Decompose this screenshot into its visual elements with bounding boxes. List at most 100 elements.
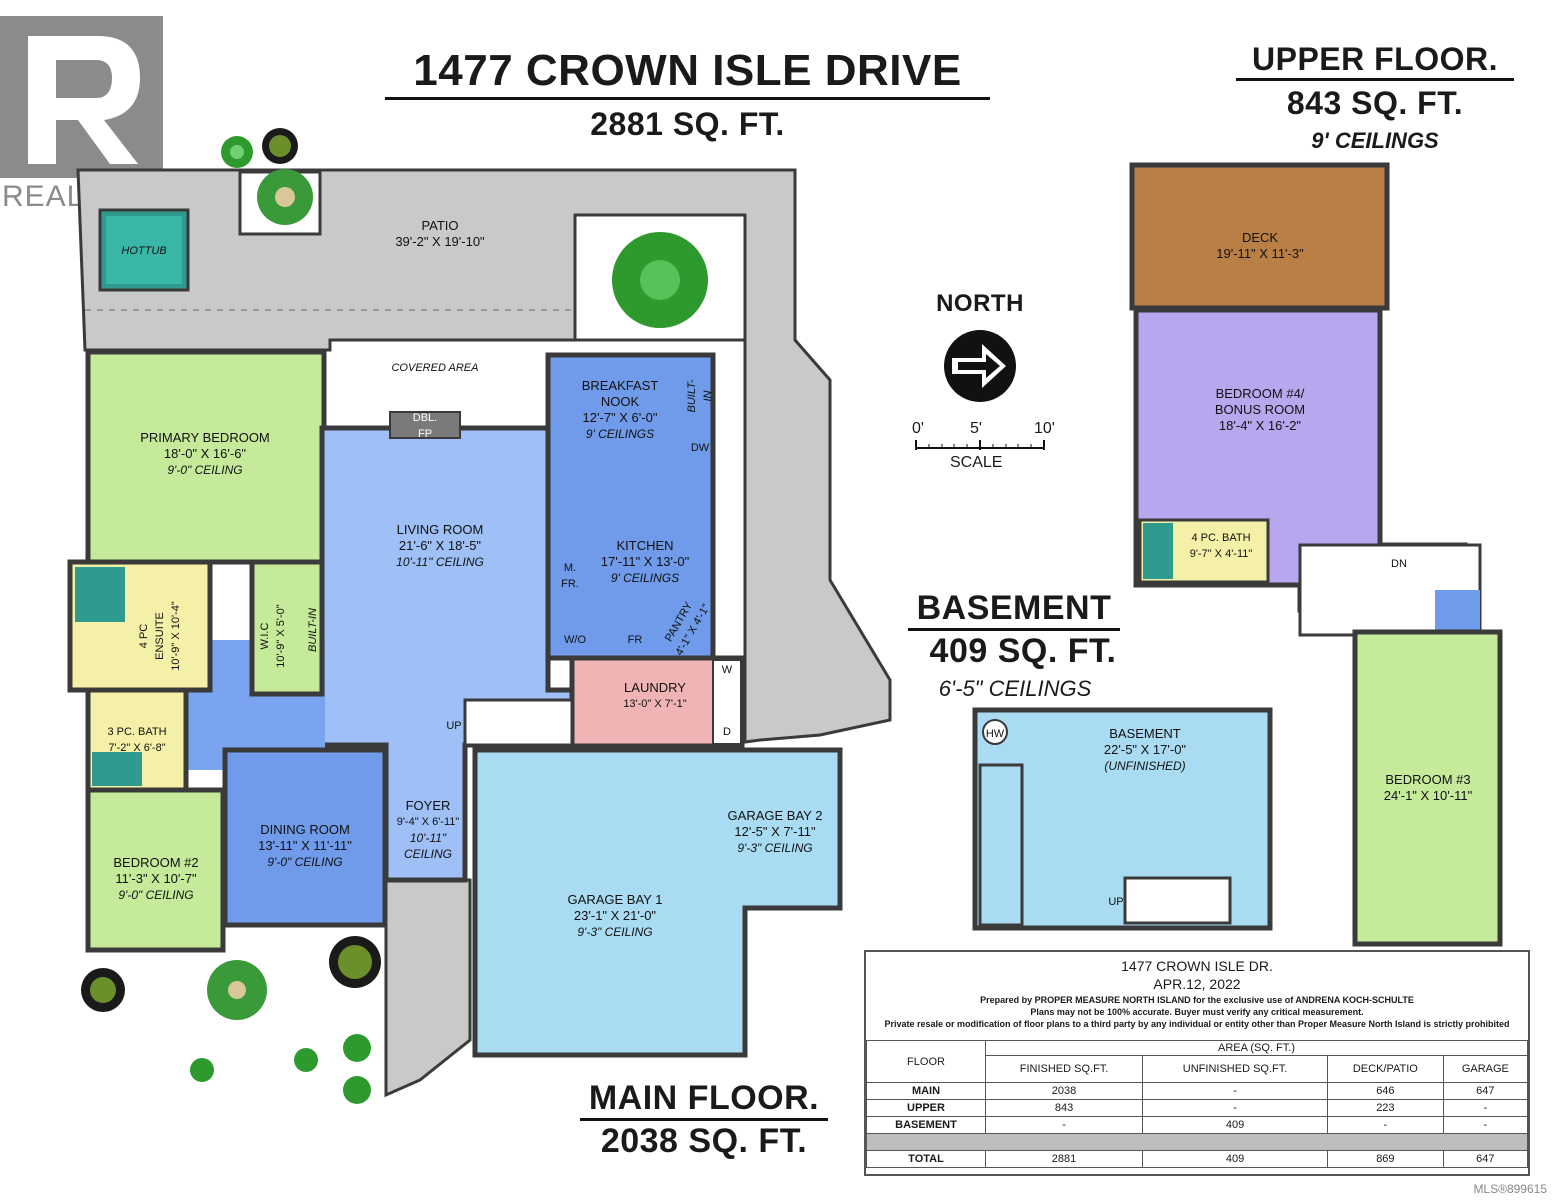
basement-room-name: BASEMENT bbox=[1109, 726, 1181, 741]
breakfast-nook-ceiling: 9' CEILINGS bbox=[585, 427, 655, 441]
table-row: UPPER 843 - 223 - bbox=[866, 1099, 1529, 1117]
foyer-label: FOYER 9'-4" X 6'-11" 10'-11" CEILING bbox=[386, 798, 470, 862]
bedroom3-shape bbox=[1352, 629, 1503, 947]
walkout-label: W/O bbox=[564, 634, 586, 646]
garage-bay1-label: GARAGE BAY 1 23'-1" X 21'-0" 9'-3" CEILI… bbox=[540, 892, 690, 940]
laundry-name: LAUNDRY bbox=[624, 680, 686, 695]
foyer-ceiling: 10'-11" CEILING bbox=[403, 831, 452, 861]
garage-bay1-ceiling: 9'-3" CEILING bbox=[577, 925, 653, 939]
kitchen-ceiling: 9' CEILINGS bbox=[610, 571, 680, 585]
wic-name: W.I.C bbox=[259, 622, 271, 650]
dryer-label: D bbox=[723, 726, 731, 738]
deck-name: DECK bbox=[1241, 230, 1279, 245]
upper-stairs-dn-label: DN bbox=[1391, 558, 1407, 570]
info-address: 1477 CROWN ISLE DR. bbox=[1121, 958, 1273, 974]
garage-bay2-ceiling: 9'-3" CEILING bbox=[737, 841, 813, 855]
breakfast-nook-dims: 12'-7" X 6'-0" bbox=[582, 410, 658, 425]
primary-bedroom-label: PRIMARY BEDROOM 18'-0" X 16'-6" 9'-0" CE… bbox=[100, 430, 310, 478]
area-table-col-deck: DECK/PATIO bbox=[1327, 1055, 1444, 1083]
tree-icon-7 bbox=[329, 936, 381, 988]
washer-label: W bbox=[721, 664, 733, 676]
primary-bedroom-dims: 18'-0" X 16'-6" bbox=[163, 446, 247, 461]
row-upper-finished: 843 bbox=[984, 1099, 1144, 1117]
area-table-floor-header: FLOOR bbox=[866, 1040, 986, 1083]
patio-shape bbox=[76, 168, 892, 744]
dining-room-dims: 13'-11" X 11'-11" bbox=[258, 838, 352, 853]
basement-room-note: (UNFINISHED) bbox=[1104, 759, 1186, 773]
row-main-unfinished: - bbox=[1142, 1082, 1329, 1100]
patio-name: PATIO bbox=[421, 218, 459, 233]
bedroom2-ceiling: 9'-0" CEILING bbox=[118, 888, 194, 902]
area-table-col-unfinished: UNFINISHED SQ.FT. bbox=[1142, 1055, 1329, 1083]
north-arrow-icon bbox=[942, 328, 1018, 404]
patio-label: PATIO 39'-2" X 19'-10" bbox=[380, 218, 500, 250]
tree-icon-6 bbox=[207, 960, 267, 1020]
patio-dims: 39'-2" X 19'-10" bbox=[395, 234, 485, 249]
property-address-title: 1477 CROWN ISLE DRIVE bbox=[385, 45, 990, 100]
scale-tick-5: 5' bbox=[970, 420, 982, 437]
dining-room-shape bbox=[222, 747, 388, 928]
row-total-floor: TOTAL bbox=[866, 1150, 986, 1168]
info-box: 1477 CROWN ISLE DR. APR.12, 2022 Prepare… bbox=[864, 950, 1530, 1176]
basement-title: BASEMENT bbox=[908, 588, 1120, 631]
table-total-row: TOTAL 2881 409 869 647 bbox=[866, 1150, 1529, 1168]
primary-bedroom-ceiling: 9'-0" CEILING bbox=[167, 463, 243, 477]
laundry-label: LAUNDRY 13'-0" X 7'-1" bbox=[600, 680, 710, 712]
bedroom3-name: BEDROOM #3 bbox=[1385, 772, 1471, 787]
tree-icon-9 bbox=[294, 1048, 318, 1072]
bath4-name: 4 PC. BATH bbox=[1191, 532, 1251, 544]
bedroom3-label: BEDROOM #3 24'-1" X 10'-11" bbox=[1360, 772, 1496, 804]
area-table-area-header: AREA (SQ. FT.) bbox=[985, 1040, 1528, 1056]
deck-shape bbox=[1129, 162, 1390, 311]
row-total-finished: 2881 bbox=[984, 1150, 1144, 1168]
realtor-r-mark bbox=[0, 16, 163, 178]
tree-icon-2 bbox=[262, 128, 298, 164]
garage-bay2-dims: 12'-5" X 7'-11" bbox=[734, 824, 816, 839]
living-room-ceiling: 10'-11" CEILING bbox=[396, 555, 484, 569]
dining-room-name: DINING ROOM bbox=[260, 822, 350, 837]
table-spacer bbox=[866, 1133, 1528, 1151]
bedroom4-label: BEDROOM #4/ BONUS ROOM 18'-4" X 16'-2" bbox=[1190, 386, 1330, 434]
info-date: APR.12, 2022 bbox=[1153, 976, 1241, 992]
deck-label: DECK 19'-11" X 11'-3" bbox=[1190, 230, 1330, 262]
wic-shape bbox=[249, 559, 325, 697]
media-fr-line1: M. bbox=[563, 562, 577, 574]
garage-shape bbox=[472, 747, 843, 1058]
dishwasher-label: DW bbox=[690, 442, 710, 454]
fireplace-label: DBL. FP bbox=[392, 410, 458, 442]
living-room-dims: 21'-6" X 18'-5" bbox=[398, 538, 482, 553]
info-prepared: Prepared by PROPER MEASURE NORTH ISLAND … bbox=[980, 995, 1414, 1005]
garage-bay1-dims: 23'-1" X 21'-0" bbox=[573, 908, 657, 923]
foyer-dims: 9'-4" X 6'-11" bbox=[396, 816, 460, 828]
kitchen-name: KITCHEN bbox=[616, 538, 674, 553]
bath3-name: 3 PC. BATH bbox=[107, 726, 167, 738]
table-row: BASEMENT - 409 - - bbox=[866, 1116, 1529, 1134]
scale-label: SCALE bbox=[950, 454, 1003, 471]
mls-number: MLS®899615 bbox=[1473, 1182, 1547, 1196]
garage-bay2-name: GARAGE BAY 2 bbox=[727, 808, 823, 823]
fireplace-line1: DBL. bbox=[412, 412, 438, 424]
row-upper-unfinished: - bbox=[1142, 1099, 1329, 1117]
living-room-name: LIVING ROOM bbox=[396, 522, 484, 537]
tree-icon-8 bbox=[343, 1034, 371, 1062]
ensuite-line2: ENSUITE bbox=[154, 612, 166, 660]
dining-room-ceiling: 9'-0" CEILING bbox=[267, 855, 343, 869]
primary-bedroom-name: PRIMARY BEDROOM bbox=[140, 430, 270, 445]
basement-room-dims: 22'-5" X 17'-0" bbox=[1103, 742, 1187, 757]
bedroom2-name: BEDROOM #2 bbox=[113, 855, 199, 870]
bedroom2-dims: 11'-3" X 10'-7" bbox=[115, 871, 197, 886]
realtor-logo: REALTOR® bbox=[0, 8, 185, 213]
row-upper-deck: 223 bbox=[1327, 1099, 1444, 1117]
basement-area: 409 SQ. FT. bbox=[929, 632, 1117, 670]
row-basement-finished: - bbox=[984, 1116, 1144, 1134]
kitchen-shape bbox=[545, 352, 716, 661]
upper-floor-area: 843 SQ. FT. bbox=[1286, 85, 1464, 121]
basement-stairs bbox=[1123, 876, 1232, 925]
bedroom4-dims: 18'-4" X 16'-2" bbox=[1218, 418, 1302, 433]
total-area-heading: 2881 SQ. FT. bbox=[590, 106, 785, 142]
upper-floor-title: UPPER FLOOR. bbox=[1236, 40, 1514, 81]
row-total-deck: 869 bbox=[1327, 1150, 1444, 1168]
breakfast-nook-name1: BREAKFAST bbox=[581, 378, 659, 393]
hot-water-tank-label: HW bbox=[985, 728, 1005, 740]
tree-icon-4 bbox=[612, 232, 708, 328]
